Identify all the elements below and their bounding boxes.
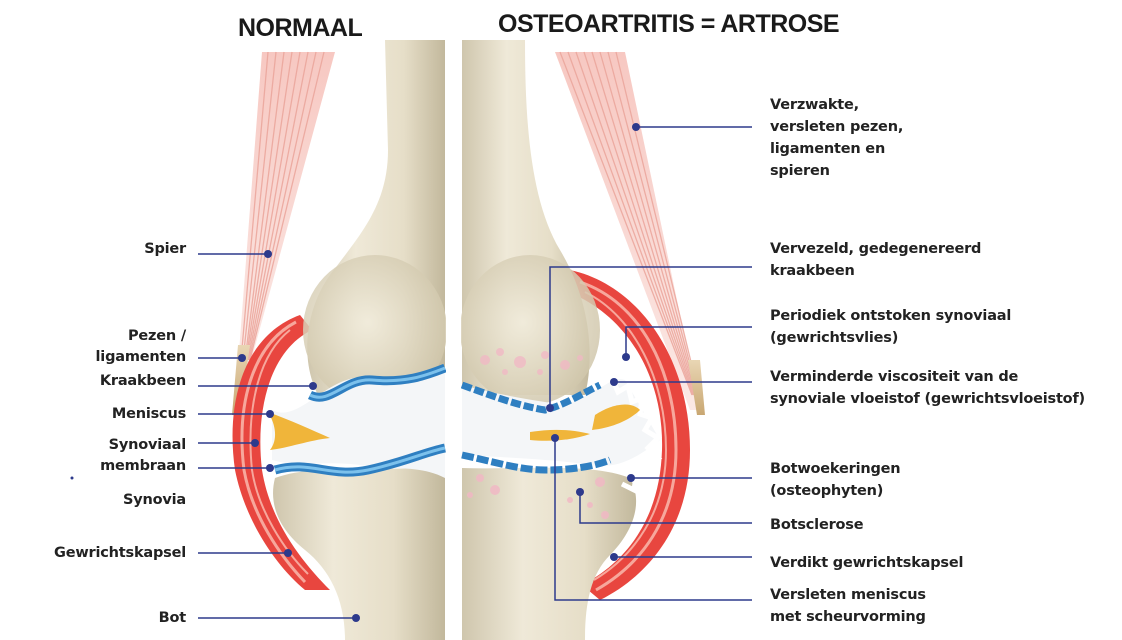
label-botwoekeringen: Botwoekeringen (osteophyten) (770, 458, 900, 502)
label-membraan: membraan (100, 455, 186, 477)
label-vervezeld: Vervezeld, gedegenereerd kraakbeen (770, 238, 981, 282)
label-synoviaal: Synoviaal (109, 434, 186, 456)
label-meniscus: Meniscus (112, 403, 186, 425)
label-synovia: Synovia (123, 489, 186, 511)
center-divider (446, 40, 461, 640)
label-ligamenten: ligamenten (96, 346, 186, 368)
label-botsclerose: Botsclerose (770, 514, 863, 536)
label-pezen: Pezen / (128, 325, 186, 347)
heading-normal: NORMAAL (238, 14, 362, 43)
label-verminderde: Verminderde viscositeit van de synoviale… (770, 366, 1085, 410)
label-verdikt-gewrichtskapsel: Verdikt gewrichtskapsel (770, 552, 963, 574)
cartilage-left (268, 368, 445, 478)
label-versleten-meniscus: Versleten meniscus met scheurvorming (770, 584, 926, 628)
label-spier: Spier (144, 238, 186, 260)
femur-left (303, 40, 447, 405)
heading-osteoarthritis: OSTEOARTRITIS = ARTROSE (498, 10, 839, 39)
label-verzwakte: Verzwakte, versleten pezen, ligamenten e… (770, 94, 903, 182)
tibia-right (462, 468, 636, 640)
label-periodiek: Periodiek ontstoken synoviaal (gewrichts… (770, 305, 1011, 349)
label-kraakbeen: Kraakbeen (100, 370, 186, 392)
label-bot: Bot (159, 607, 186, 629)
label-gewrichtskapsel: Gewrichtskapsel (54, 542, 186, 564)
